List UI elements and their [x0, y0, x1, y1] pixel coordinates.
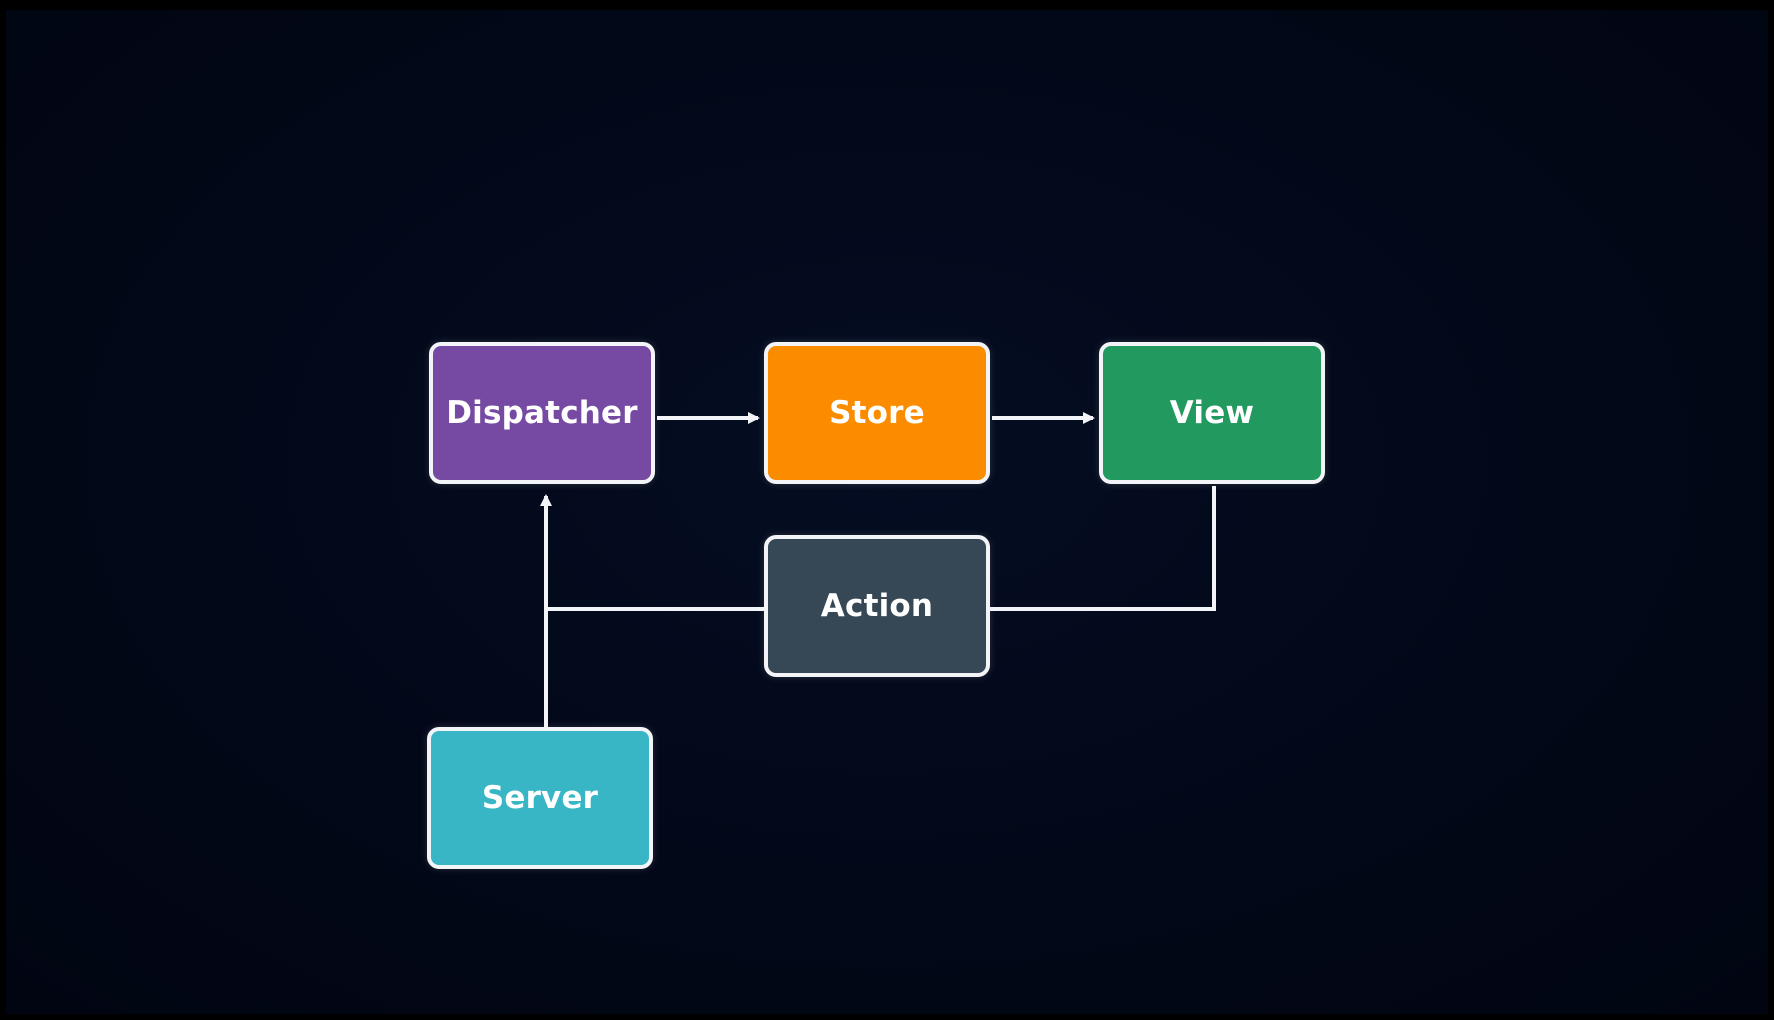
view-node: View: [1099, 342, 1325, 484]
diagram-canvas: [6, 10, 1768, 1014]
dispatcher-node: Dispatcher: [429, 342, 655, 484]
action-node: Action: [764, 535, 990, 677]
store-node: Store: [764, 342, 990, 484]
server-node: Server: [427, 727, 653, 869]
